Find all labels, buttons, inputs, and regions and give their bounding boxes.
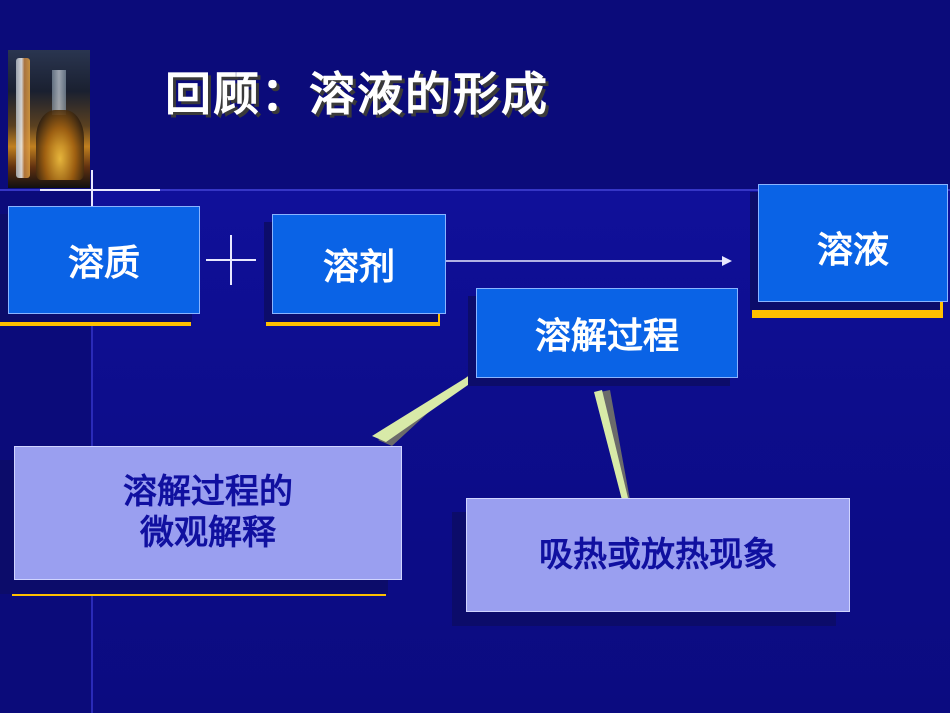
process-box: 溶解过程 — [476, 288, 738, 378]
solvent-box: 溶剂 — [272, 214, 446, 314]
flask-neck-shape — [52, 70, 66, 115]
slide-title: 回顾：溶液的形成 — [165, 67, 549, 121]
callout-pointer-right — [594, 390, 628, 500]
decor-horizontal-line — [0, 189, 950, 191]
micro-label-line1: 溶解过程的 — [123, 472, 293, 513]
test-tube-shape — [16, 58, 30, 178]
solute-label: 溶质 — [67, 243, 140, 284]
lab-glassware-photo — [8, 50, 90, 188]
solute-box: 溶质 — [8, 206, 200, 314]
callout-pointer-left — [372, 374, 478, 442]
solvent-label: 溶剂 — [322, 247, 395, 288]
plus-icon — [230, 235, 232, 285]
solution-box: 溶液 — [758, 184, 948, 302]
solution-label: 溶液 — [816, 230, 889, 271]
flask-shape — [36, 110, 84, 180]
decor-cross-vertical — [91, 170, 93, 210]
thermal-phenomenon-box: 吸热或放热现象 — [466, 498, 850, 612]
decor-cross-horizontal — [40, 189, 160, 191]
process-label: 溶解过程 — [534, 316, 679, 357]
thermal-label: 吸热或放热现象 — [539, 534, 777, 575]
micro-explanation-box: 溶解过程的 微观解释 — [14, 446, 402, 580]
right-arrow-icon — [722, 256, 732, 266]
micro-label-line2: 微观解释 — [140, 513, 276, 553]
